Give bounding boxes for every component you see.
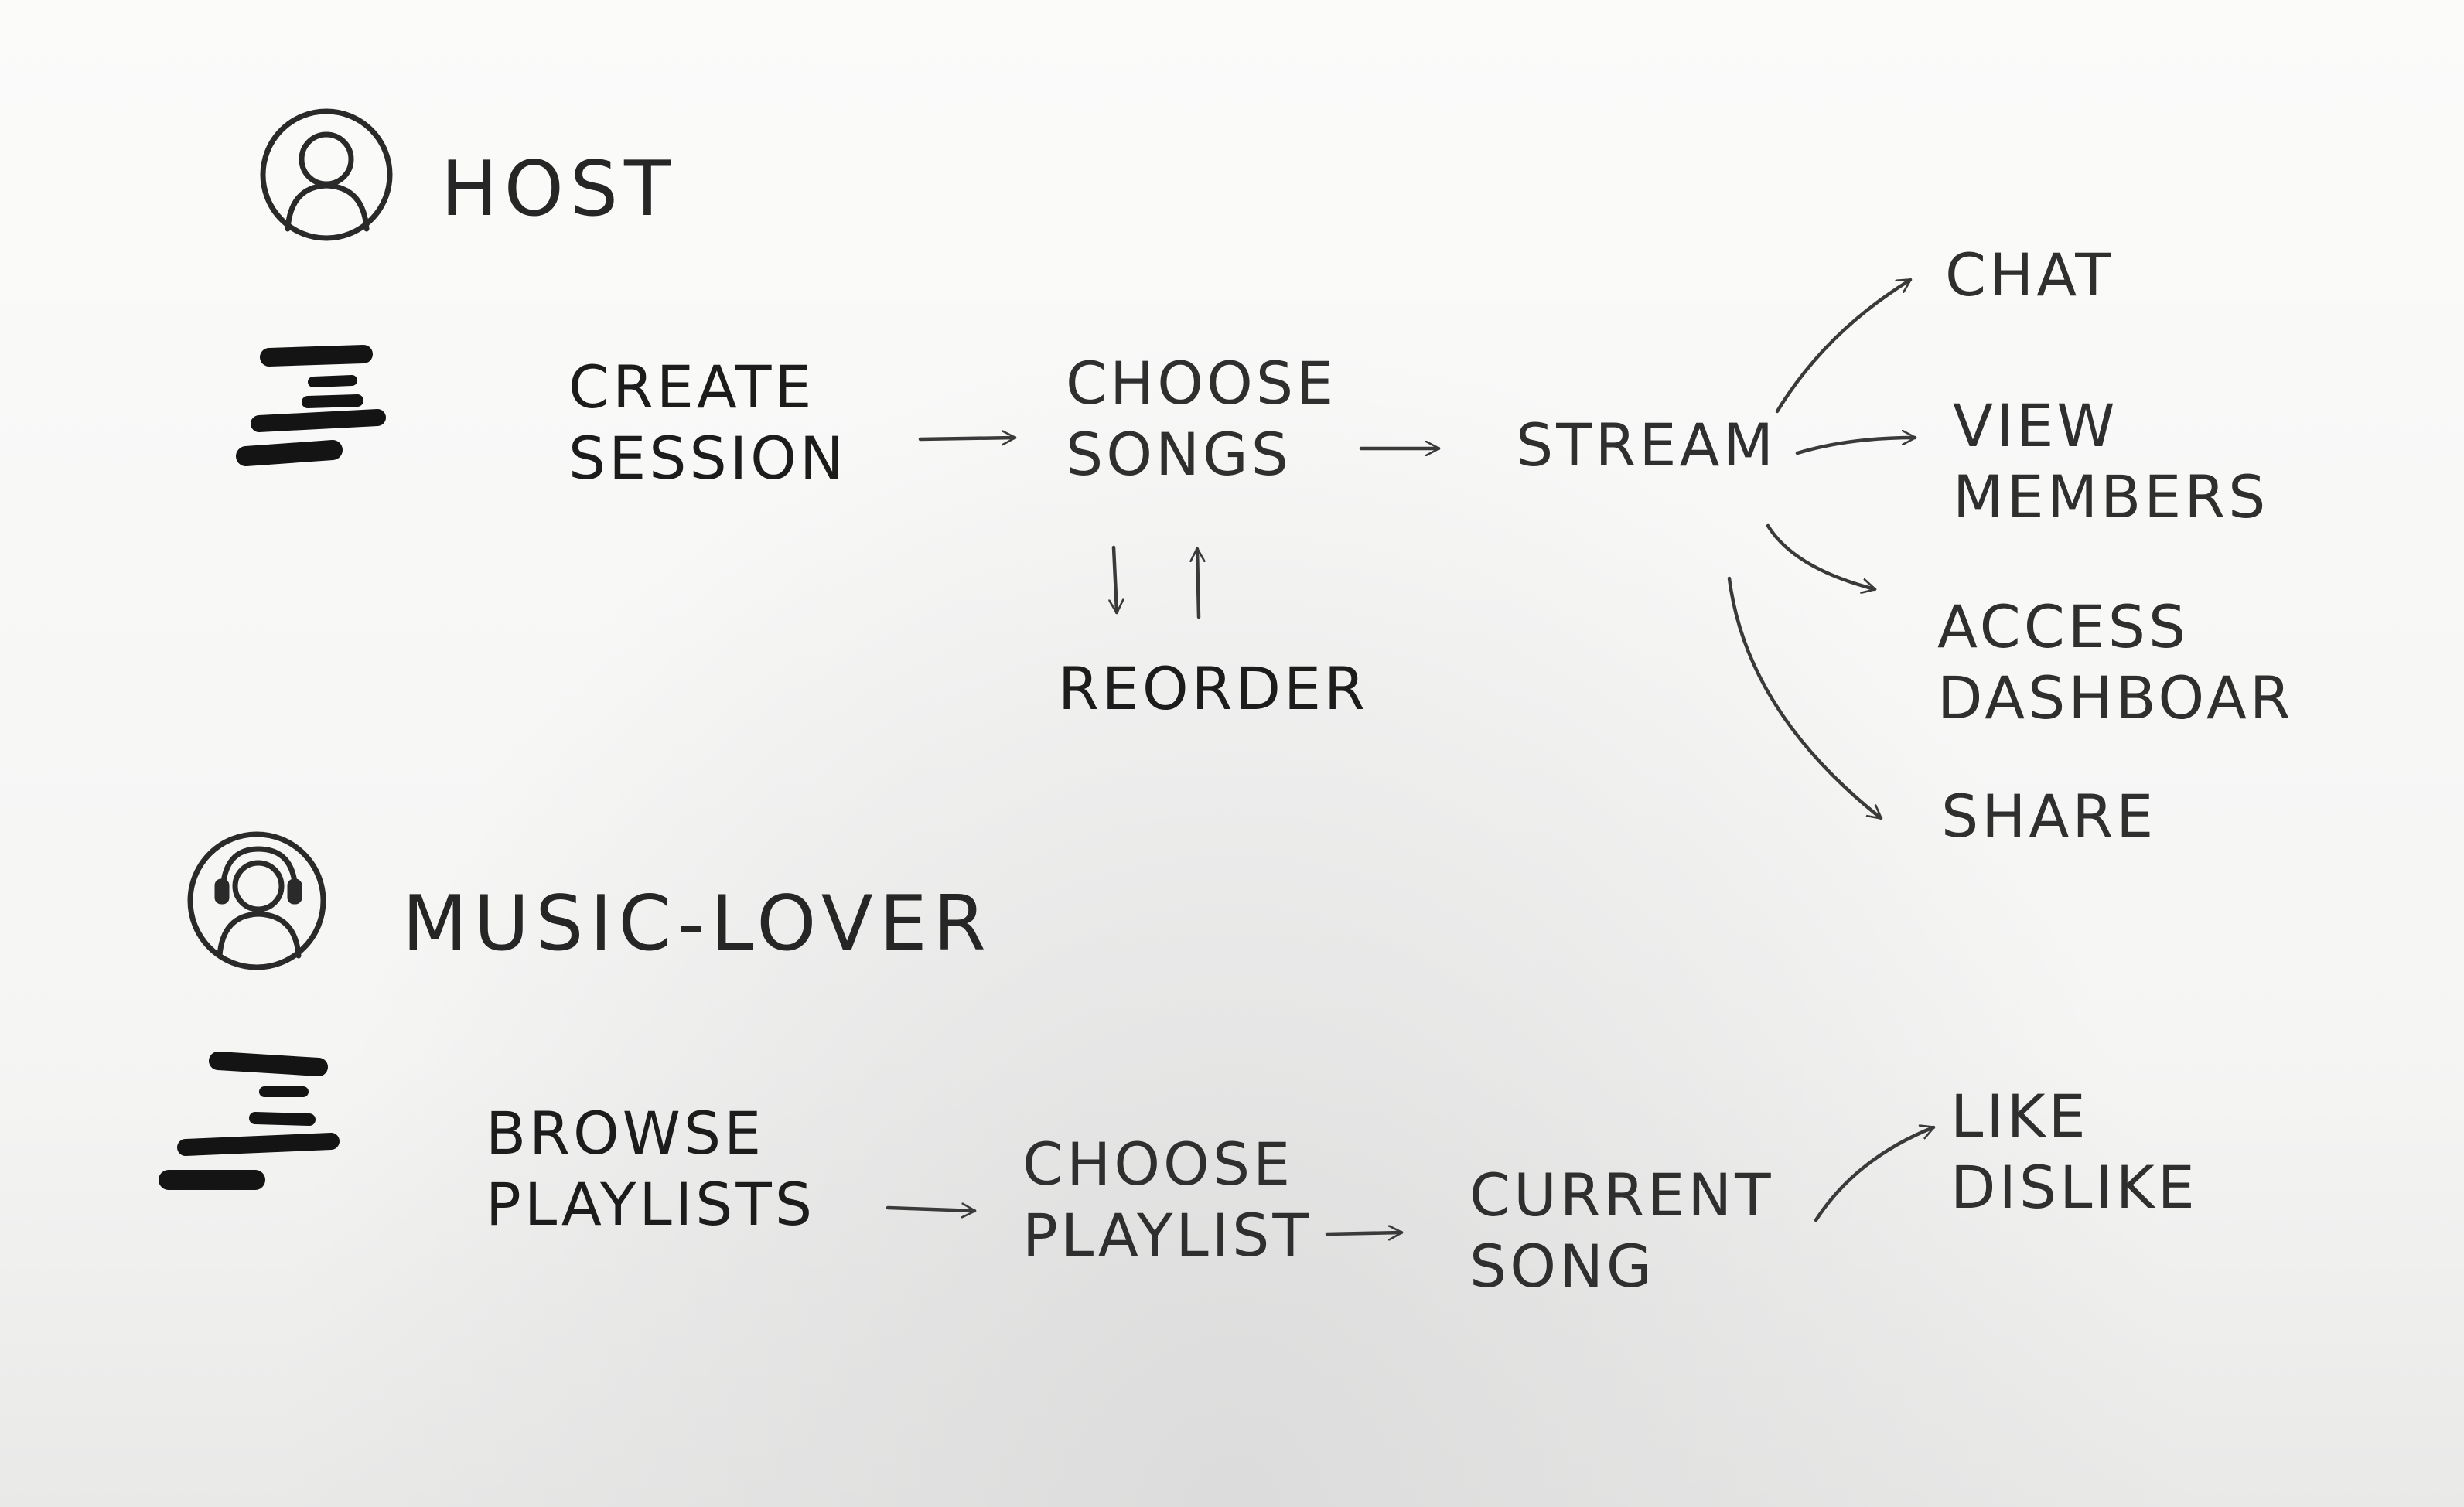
brand-stripes-logo-icon <box>236 345 386 466</box>
step-access-dashboard: ACCESS DASHBOAR <box>1937 592 2294 732</box>
step-browse-playlists: BROWSE PLAYLISTS <box>486 1099 816 1239</box>
arrow-stream-to-chat <box>1775 278 1913 414</box>
arrow-current-song-to-like-dislike <box>1814 1127 1936 1222</box>
arrow-stream-to-view-members <box>1795 438 1915 455</box>
step-chat: CHAT <box>1945 240 2114 309</box>
step-reorder: REORDER <box>1058 654 1368 723</box>
step-share: SHARE <box>1941 782 2157 851</box>
arrow-stream-to-access-dashboard <box>1766 523 1875 589</box>
person-headphones-circle-icon <box>187 831 326 970</box>
host-section-title: HOST <box>441 145 677 234</box>
arrow-browse-to-choose-playlist <box>886 1208 974 1211</box>
step-choose-playlist: CHOOSE PLAYLIST <box>1022 1130 1312 1270</box>
person-circle-icon <box>260 108 393 241</box>
step-stream: STREAM <box>1516 411 1777 479</box>
arrow-create-to-choose <box>918 438 1015 439</box>
step-create-session: CREATE SESSION <box>568 353 847 493</box>
arrow-reorder-to-choose <box>1197 549 1199 619</box>
step-choose-songs: CHOOSE SONGS <box>1066 349 1337 489</box>
arrow-choose-to-reorder <box>1114 545 1117 612</box>
arrow-choose-playlist-to-current-song <box>1325 1233 1401 1234</box>
brand-stripes-logo-icon <box>159 1052 340 1190</box>
step-like-dislike: LIKE DISLIKE <box>1950 1082 2198 1222</box>
music-lover-section-title: MUSIC-LOVER <box>402 880 992 968</box>
step-current-song: CURRENT SONG <box>1469 1161 1774 1301</box>
arrow-stream-to-share <box>1727 576 1883 820</box>
step-view-members: VIEW MEMBERS <box>1953 391 2269 531</box>
